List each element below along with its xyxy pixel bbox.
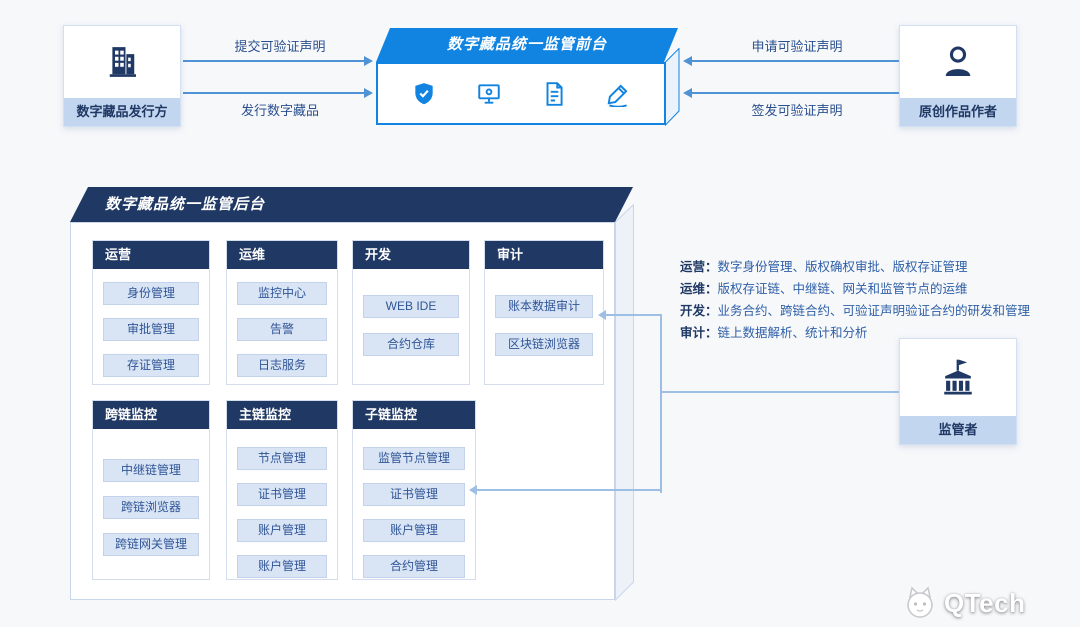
module-item: 中继链管理 bbox=[103, 459, 199, 482]
legend-note: 开发：业务合约、跨链合约、可验证声明验证合约的研发和管理 bbox=[680, 300, 1030, 322]
note-label: 开发： bbox=[680, 304, 718, 318]
arrow-label-submit-claim: 提交可验证声明 bbox=[234, 39, 326, 54]
connector-arrow-left-icon bbox=[469, 485, 477, 495]
note-text: 版权存证链、中继链、网关和监管节点的运维 bbox=[717, 282, 968, 296]
module-item: 合约管理 bbox=[363, 555, 465, 578]
legend-note: 运营：数字身份管理、版权确权审批、版权存证管理 bbox=[680, 256, 1030, 278]
author-icon-area bbox=[900, 26, 1016, 98]
panel-mainchain-monitor: 主链监控 节点管理 证书管理 账户管理 账户管理 bbox=[226, 400, 338, 580]
qtech-logo: QTech bbox=[900, 585, 1025, 621]
module-item: 身份管理 bbox=[103, 282, 199, 305]
panel-development: 开发 WEB IDE 合约仓库 bbox=[352, 240, 470, 385]
panel-header: 子链监控 bbox=[353, 401, 475, 429]
arrow-head-left-icon bbox=[683, 88, 692, 98]
panel-header: 跨链监控 bbox=[93, 401, 209, 429]
note-label: 运维： bbox=[680, 282, 718, 296]
panel-body: 节点管理 证书管理 账户管理 账户管理 bbox=[227, 429, 337, 578]
legend-note: 审计：链上数据解析、统计和分析 bbox=[680, 322, 1030, 344]
module-item: 合约仓库 bbox=[363, 333, 459, 356]
arrow-line-issue-collectible bbox=[183, 92, 365, 94]
frontend-title: 数字藏品统一监管前台 bbox=[376, 28, 678, 62]
issuer-label: 数字藏品发行方 bbox=[64, 98, 180, 126]
note-text: 链上数据解析、统计和分析 bbox=[717, 326, 868, 340]
note-label: 运营： bbox=[680, 260, 718, 274]
connector-line bbox=[660, 314, 662, 493]
note-label: 审计： bbox=[680, 326, 718, 340]
panel-subchain-monitor: 子链监控 监管节点管理 证书管理 账户管理 合约管理 bbox=[352, 400, 476, 580]
module-item: 监管节点管理 bbox=[363, 447, 465, 470]
module-item: 区块链浏览器 bbox=[495, 333, 593, 356]
module-item: 证书管理 bbox=[237, 483, 327, 506]
module-item: 跨链浏览器 bbox=[103, 496, 199, 519]
logo-text: QTech bbox=[944, 587, 1026, 618]
panel-body: WEB IDE 合约仓库 bbox=[353, 269, 469, 356]
arrow-label-sign-claim: 签发可验证声明 bbox=[751, 103, 843, 118]
panel-operations: 运营 身份管理 审批管理 存证管理 bbox=[92, 240, 210, 385]
module-item: 审批管理 bbox=[103, 318, 199, 341]
government-building-icon bbox=[944, 359, 972, 394]
module-item: 日志服务 bbox=[237, 354, 327, 377]
arrow-label-apply-claim: 申请可验证声明 bbox=[751, 39, 843, 54]
module-item: 告警 bbox=[237, 318, 327, 341]
note-text: 业务合约、跨链合约、可验证声明验证合约的研发和管理 bbox=[717, 304, 1031, 318]
module-item: WEB IDE bbox=[363, 295, 459, 318]
issuer-icon-area bbox=[64, 26, 180, 98]
backend-title: 数字藏品统一监管后台 bbox=[70, 187, 633, 222]
note-text: 数字身份管理、版权确权审批、版权存证管理 bbox=[717, 260, 968, 274]
arrow-head-left-icon bbox=[683, 56, 692, 66]
issuer-box: 数字藏品发行方 bbox=[63, 25, 181, 127]
building-icon bbox=[109, 47, 136, 77]
frontend-box bbox=[376, 62, 666, 125]
panel-body: 中继链管理 跨链浏览器 跨链网关管理 bbox=[93, 429, 209, 556]
module-item: 账本数据审计 bbox=[495, 295, 593, 318]
regulator-icon-area bbox=[900, 339, 1016, 416]
arrow-head-right-icon bbox=[364, 88, 373, 98]
panel-body: 监管节点管理 证书管理 账户管理 合约管理 bbox=[353, 429, 475, 578]
module-item: 账户管理 bbox=[363, 519, 465, 542]
panel-body: 身份管理 审批管理 存证管理 bbox=[93, 269, 209, 377]
connector-line bbox=[477, 489, 662, 491]
person-icon bbox=[945, 46, 971, 76]
monitor-icon bbox=[478, 83, 500, 104]
panel-header: 运营 bbox=[93, 241, 209, 269]
module-item: 存证管理 bbox=[103, 354, 199, 377]
arrow-line-sign-claim bbox=[692, 92, 899, 94]
module-item: 证书管理 bbox=[363, 483, 465, 506]
panel-header: 主链监控 bbox=[227, 401, 337, 429]
document-icon bbox=[546, 81, 563, 106]
legend-notes: 运营：数字身份管理、版权确权审批、版权存证管理 运维：版权存证链、中继链、网关和… bbox=[680, 256, 1030, 344]
module-item: 账户管理 bbox=[237, 519, 327, 542]
author-box: 原创作品作者 bbox=[899, 25, 1017, 127]
connector-line bbox=[606, 314, 662, 316]
panel-body: 监控中心 告警 日志服务 bbox=[227, 269, 337, 377]
module-item: 监控中心 bbox=[237, 282, 327, 305]
module-item: 账户管理 bbox=[237, 555, 327, 578]
arrow-line-apply-claim bbox=[692, 60, 899, 62]
connector-arrow-left-icon bbox=[598, 310, 606, 320]
cat-mascot-icon bbox=[907, 586, 933, 618]
panel-maintenance: 运维 监控中心 告警 日志服务 bbox=[226, 240, 338, 385]
pen-icon bbox=[607, 83, 628, 107]
panel-body: 账本数据审计 区块链浏览器 bbox=[485, 269, 603, 356]
connector-line bbox=[661, 391, 899, 393]
arrow-line-submit-claim bbox=[183, 60, 365, 62]
shield-icon bbox=[415, 82, 433, 104]
module-item: 跨链网关管理 bbox=[103, 533, 199, 556]
module-item: 节点管理 bbox=[237, 447, 327, 470]
panel-header: 开发 bbox=[353, 241, 469, 269]
author-label: 原创作品作者 bbox=[900, 98, 1016, 126]
frontend-side-face bbox=[665, 48, 680, 126]
arrow-label-issue-collectible: 发行数字藏品 bbox=[240, 103, 319, 118]
panel-header: 审计 bbox=[485, 241, 603, 269]
panel-header: 运维 bbox=[227, 241, 337, 269]
regulator-box: 监管者 bbox=[899, 338, 1017, 445]
legend-note: 运维：版权存证链、中继链、网关和监管节点的运维 bbox=[680, 278, 1030, 300]
backend-side-face bbox=[615, 204, 634, 601]
arrow-head-right-icon bbox=[364, 56, 373, 66]
panel-crosschain-monitor: 跨链监控 中继链管理 跨链浏览器 跨链网关管理 bbox=[92, 400, 210, 580]
panel-audit: 审计 账本数据审计 区块链浏览器 bbox=[484, 240, 604, 385]
regulator-label: 监管者 bbox=[900, 416, 1016, 444]
